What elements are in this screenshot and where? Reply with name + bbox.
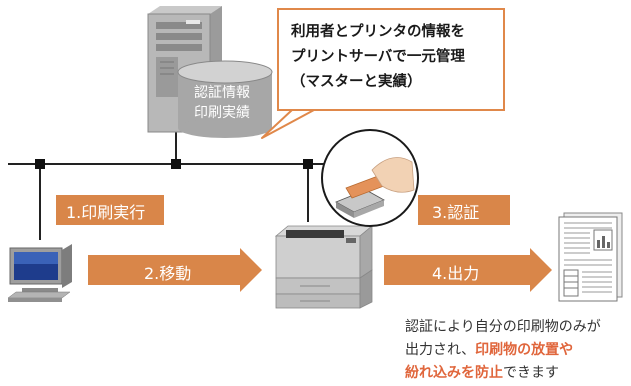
caption-line3-plain: できます bbox=[503, 365, 559, 381]
caption-line2-highlight: 印刷物の放置や bbox=[475, 342, 574, 358]
card-authentication-icon bbox=[321, 129, 419, 227]
caption-line1: 認証により自分の印刷物のみが bbox=[405, 319, 601, 335]
step1-label-box bbox=[56, 195, 164, 225]
step4-arrow bbox=[384, 248, 552, 292]
caption-line2: 出力され、印刷物の放置や bbox=[405, 339, 601, 362]
caption-line3: 紛れ込みを防止できます bbox=[405, 362, 601, 385]
step1-label: 1.印刷実行 bbox=[66, 203, 146, 222]
printed-document-icon bbox=[558, 212, 623, 302]
pc-icon bbox=[7, 244, 72, 302]
step2-label: 2.移動 bbox=[144, 264, 192, 283]
step3-label-box bbox=[418, 195, 510, 225]
step3-label: 3.認証 bbox=[432, 203, 480, 222]
database-label-log: 印刷実績 bbox=[194, 105, 250, 121]
network-node bbox=[35, 159, 45, 169]
database-icon bbox=[177, 60, 273, 138]
step2-arrow bbox=[88, 248, 262, 292]
caption-line2-plain: 出力され、 bbox=[405, 342, 476, 358]
network-node bbox=[303, 159, 313, 169]
database-label-auth: 認証情報 bbox=[194, 85, 250, 101]
callout-line1: 利用者とプリンタの情報を bbox=[291, 24, 465, 40]
network-node bbox=[171, 159, 181, 169]
callout-line2: プリントサーバで一元管理 bbox=[291, 49, 465, 65]
printer-icon bbox=[274, 225, 374, 309]
caption: 認証により自分の印刷物のみが 出力され、印刷物の放置や 紛れ込みを防止できます bbox=[405, 316, 601, 385]
callout-line3: （マスターと実績） bbox=[291, 74, 422, 90]
caption-line3-highlight: 紛れ込みを防止 bbox=[405, 365, 503, 381]
callout-box: 利用者とプリンタの情報を プリントサーバで一元管理 （マスターと実績） bbox=[277, 8, 505, 111]
step4-label: 4.出力 bbox=[432, 264, 480, 283]
